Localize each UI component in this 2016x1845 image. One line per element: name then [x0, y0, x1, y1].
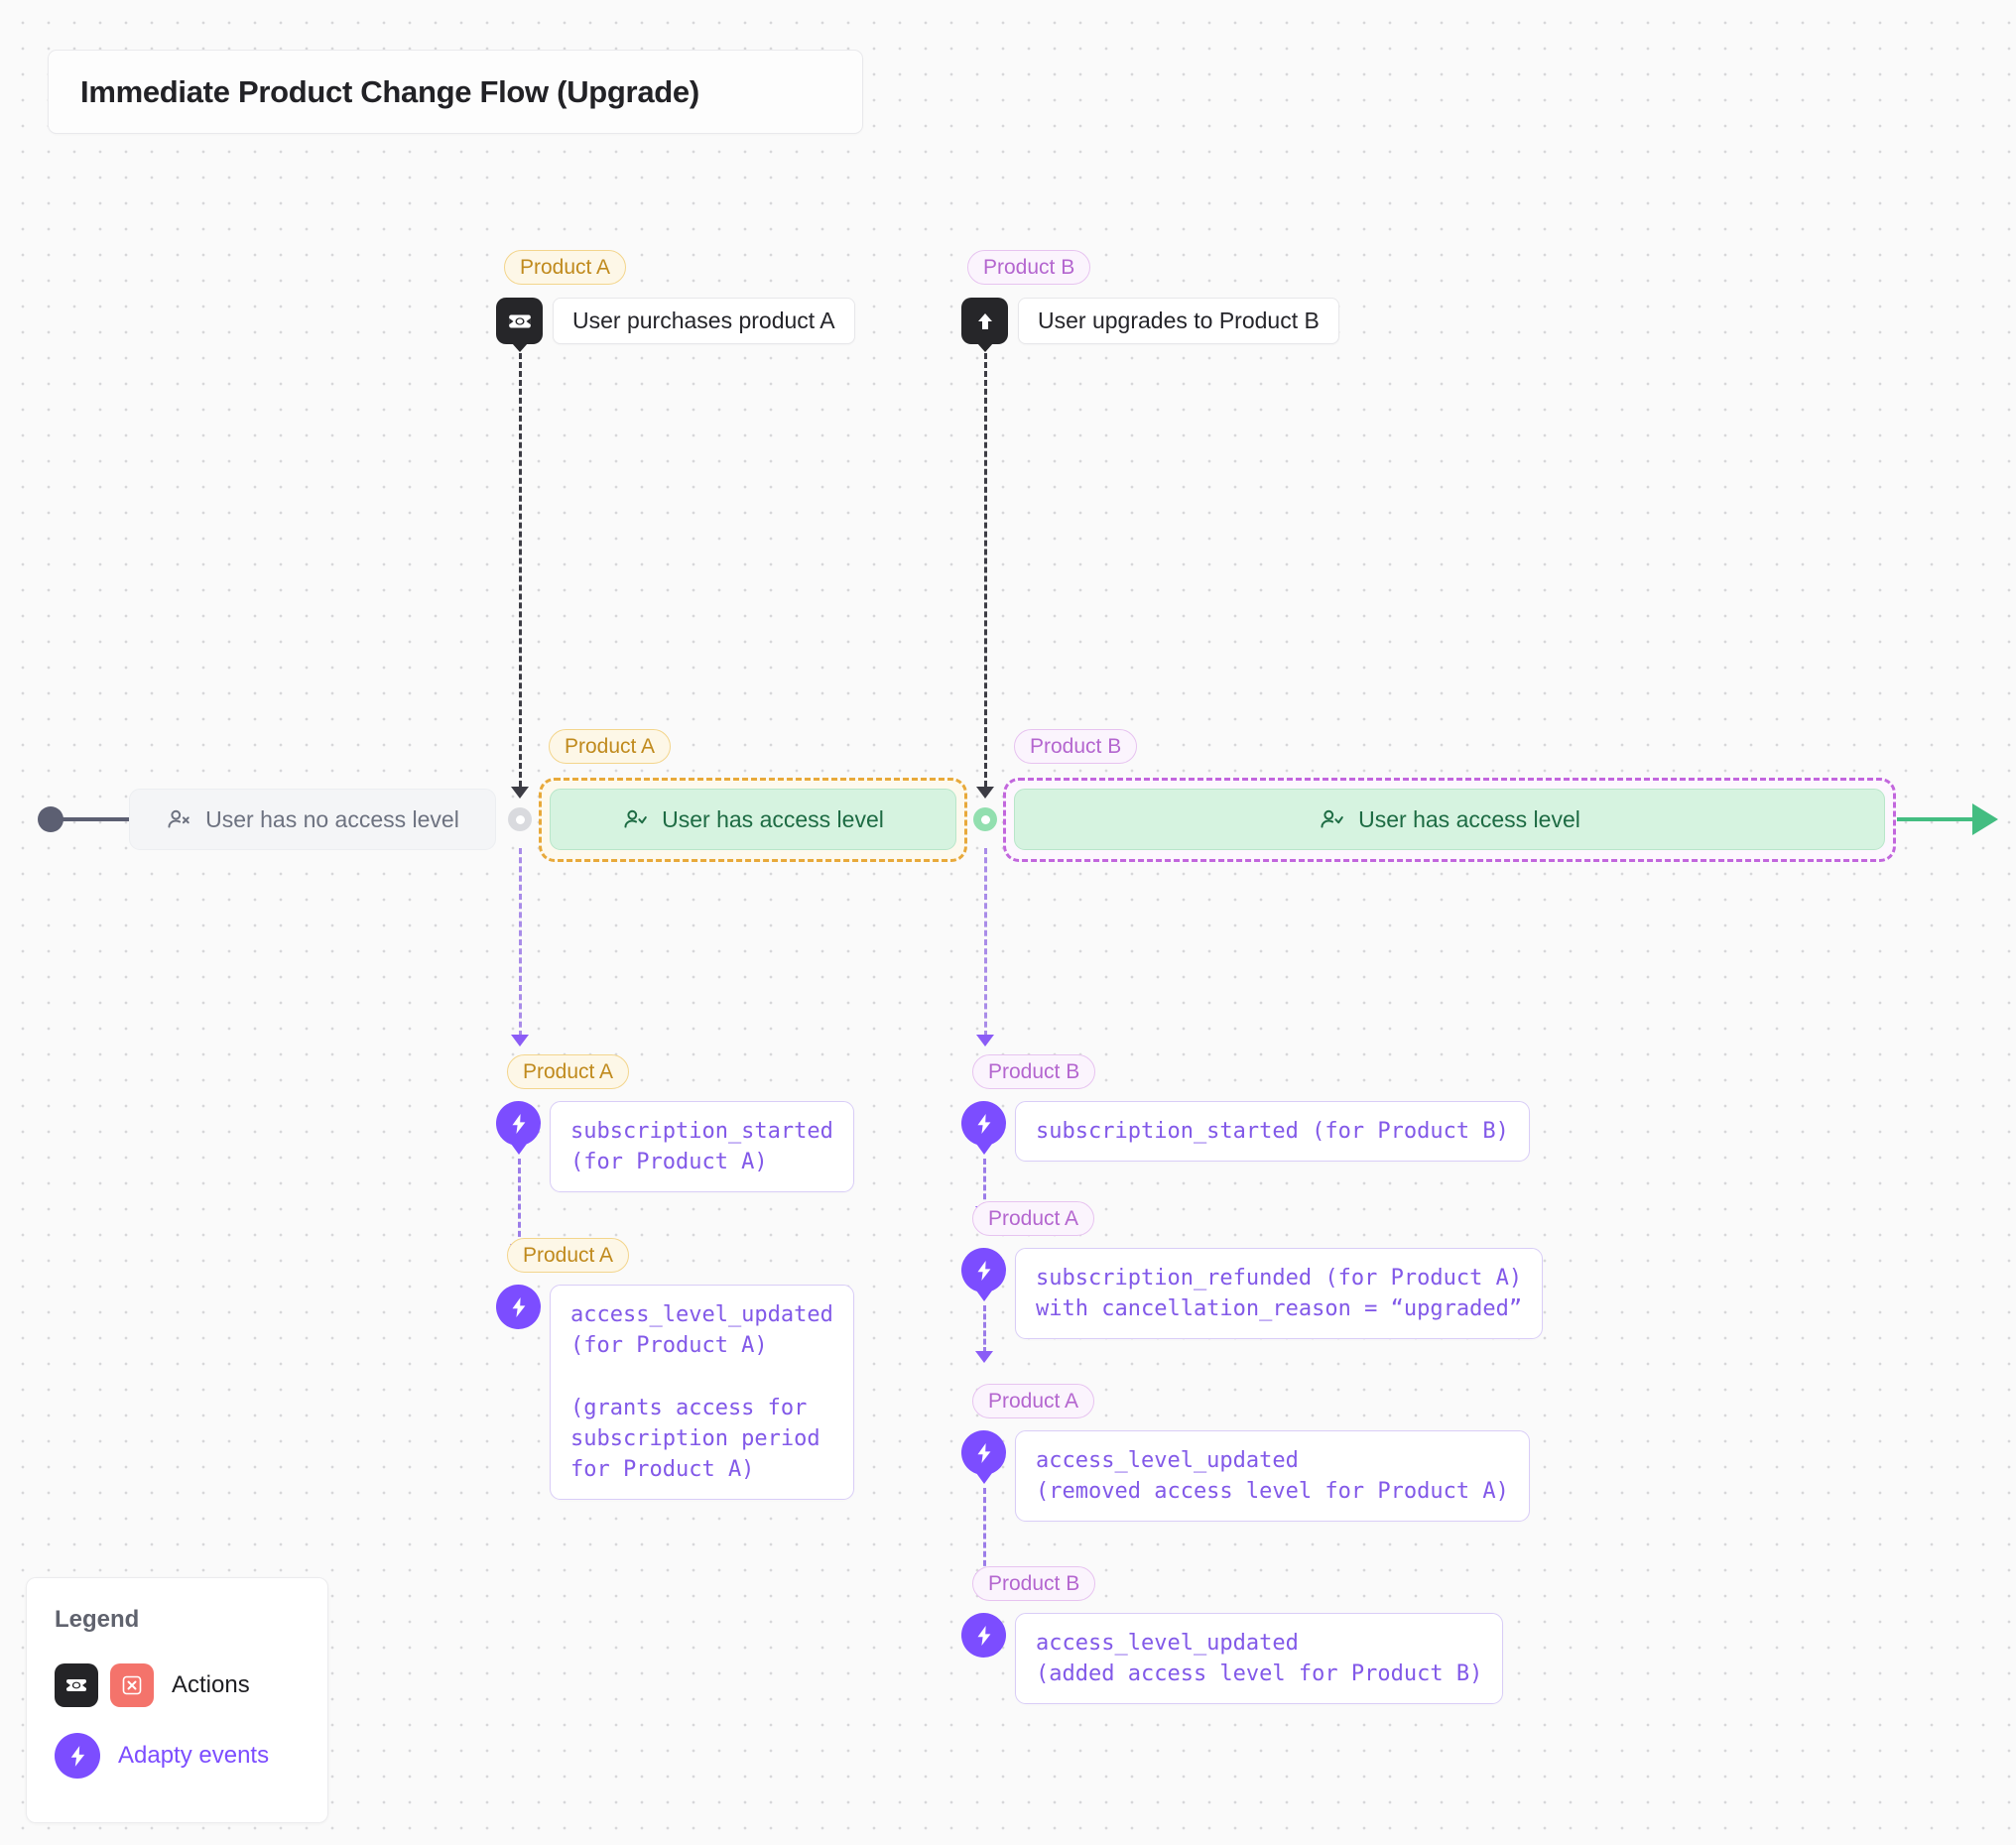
- product-pill-event-l1: Product A: [507, 1238, 630, 1273]
- event-node-r1[interactable]: subscription_refunded (for Product A) wi…: [961, 1248, 1544, 1340]
- connector-purchase-a-to-state: [519, 353, 522, 787]
- connector-state-b-to-events: [984, 848, 987, 1037]
- user-no-access-icon: [166, 806, 191, 832]
- adapty-bolt-icon: [961, 1613, 1006, 1658]
- flow-end-arrow: [1972, 803, 1998, 835]
- event-node-r3[interactable]: access_level_updated (added access level…: [961, 1613, 1504, 1705]
- flow-start-dot: [38, 806, 63, 832]
- adapty-bolt-icon: [55, 1733, 100, 1779]
- connector-state-a-to-events: [519, 848, 522, 1037]
- product-pill-event-r1: Product A: [972, 1201, 1095, 1236]
- flow-end-line: [1897, 817, 1978, 821]
- connector-handle-b[interactable]: [973, 807, 997, 831]
- legend-title: Legend: [55, 1606, 140, 1633]
- product-pill-event-r2: Product A: [972, 1384, 1095, 1418]
- event-node-l0[interactable]: subscription_started (for Product A): [496, 1101, 854, 1193]
- action-node-purchase-a[interactable]: User purchases product A: [496, 298, 855, 344]
- connector-arrow-state-a-events: [511, 1035, 529, 1046]
- user-has-access-icon: [622, 806, 648, 832]
- event-node-r0[interactable]: subscription_started (for Product B): [961, 1101, 1530, 1163]
- adapty-bolt-icon: [961, 1101, 1006, 1146]
- adapty-bolt-icon: [961, 1430, 1006, 1475]
- connector-arrow-upgrade-b: [976, 787, 994, 799]
- connector-handle-a[interactable]: [508, 807, 532, 831]
- diagram-title-card: Immediate Product Change Flow (Upgrade): [48, 50, 863, 134]
- connector-event-l0-l1: [518, 1159, 521, 1246]
- adapty-bolt-icon: [496, 1285, 541, 1329]
- connector-arrow-purchase-a: [511, 787, 529, 799]
- product-pill-action-a: Product A: [504, 250, 627, 285]
- connector-event-r0-r1: [983, 1159, 986, 1208]
- state-label-no-access: User has no access level: [205, 805, 459, 832]
- user-has-access-icon: [1319, 806, 1344, 832]
- upgrade-arrow-icon: [961, 298, 1008, 344]
- event-text-r3: access_level_updated (added access level…: [1015, 1613, 1504, 1705]
- event-text-r1: subscription_refunded (for Product A) wi…: [1015, 1248, 1544, 1340]
- connector-event-r1-r2: [983, 1305, 986, 1353]
- legend-label-actions: Actions: [172, 1671, 250, 1698]
- product-pill-state-b: Product B: [1014, 729, 1138, 764]
- action-label-purchase-a: User purchases product A: [553, 298, 855, 344]
- event-node-r2[interactable]: access_level_updated (removed access lev…: [961, 1430, 1530, 1523]
- product-pill-event-l0: Product A: [507, 1054, 630, 1089]
- event-text-l1: access_level_updated (for Product A) (gr…: [550, 1285, 854, 1501]
- state-label-has-access-b: User has access level: [1358, 805, 1580, 832]
- connector-arrow-state-b-events: [976, 1035, 994, 1046]
- product-pill-state-a: Product A: [549, 729, 672, 764]
- state-has-access-b[interactable]: User has access level: [1014, 789, 1885, 850]
- product-pill-action-b: Product B: [967, 250, 1091, 285]
- card-action-icon: [55, 1663, 98, 1707]
- state-label-has-access-a: User has access level: [662, 805, 884, 832]
- card-action-icon: [496, 298, 543, 344]
- action-node-upgrade-b[interactable]: User upgrades to Product B: [961, 298, 1339, 344]
- event-text-l0: subscription_started (for Product A): [550, 1101, 854, 1193]
- flow-start-line: [60, 817, 144, 821]
- event-text-r0: subscription_started (for Product B): [1015, 1101, 1530, 1163]
- legend-panel: Legend Actions: [26, 1577, 328, 1823]
- adapty-bolt-icon: [496, 1101, 541, 1146]
- connector-event-r2-r3: [983, 1488, 986, 1575]
- action-label-upgrade-b: User upgrades to Product B: [1018, 298, 1339, 344]
- event-node-l1[interactable]: access_level_updated (for Product A) (gr…: [496, 1285, 854, 1501]
- state-has-access-a[interactable]: User has access level: [550, 789, 956, 850]
- product-pill-event-r3: Product B: [972, 1566, 1096, 1601]
- legend-label-events: Adapty events: [118, 1742, 270, 1769]
- connector-arrow-event-r2: [975, 1351, 993, 1363]
- event-text-r2: access_level_updated (removed access lev…: [1015, 1430, 1530, 1523]
- cancel-action-icon: [110, 1663, 154, 1707]
- product-pill-event-r0: Product B: [972, 1054, 1096, 1089]
- state-no-access-level[interactable]: User has no access level: [129, 789, 496, 850]
- adapty-bolt-icon: [961, 1248, 1006, 1292]
- connector-upgrade-b-to-state: [984, 353, 987, 787]
- legend-row-events: Adapty events: [55, 1733, 300, 1779]
- page-title: Immediate Product Change Flow (Upgrade): [80, 73, 699, 109]
- legend-row-actions: Actions: [55, 1663, 300, 1707]
